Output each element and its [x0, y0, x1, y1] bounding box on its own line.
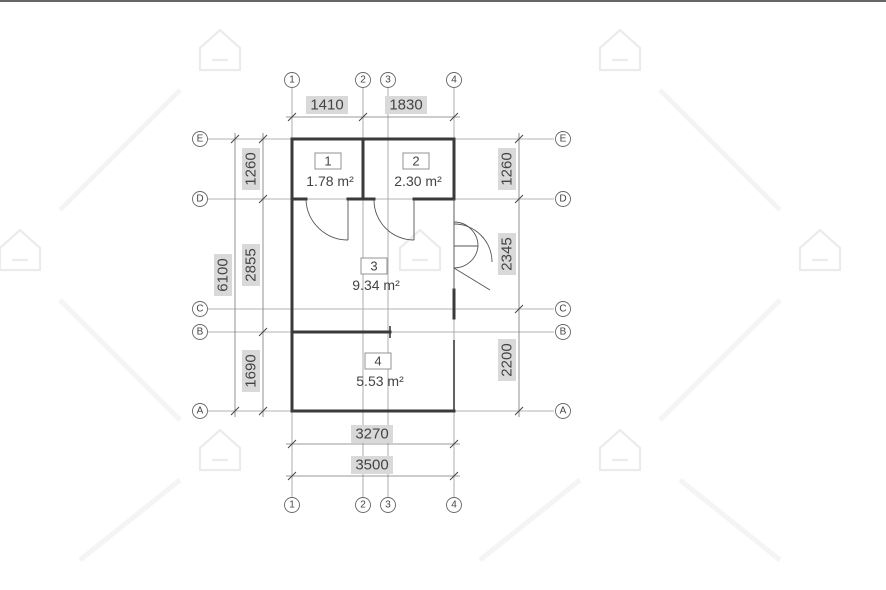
- axis-label-B-right: B: [560, 327, 567, 338]
- axis-label-E-left: E: [197, 134, 204, 145]
- room-4-area: 5.53 m²: [356, 373, 404, 389]
- axis-label-4-top: 4: [451, 75, 457, 86]
- room-1-number: 1: [324, 154, 331, 169]
- dimension-bottom-inner: 3270: [286, 425, 460, 449]
- dimension-right: 1260 2345 2200: [498, 133, 524, 417]
- axis-label-3-top: 3: [385, 75, 391, 86]
- room-2-area: 2.30 m²: [394, 173, 442, 189]
- axis-label-2-top: 2: [360, 75, 366, 86]
- watermark-house-icons: [0, 28, 842, 472]
- dim-1690: 1690: [243, 354, 260, 387]
- house-icon: [198, 28, 242, 72]
- row-bubbles-left: E D C B A: [192, 131, 208, 419]
- axis-label-C-right: C: [559, 304, 566, 315]
- dim-1260-right: 1260: [499, 152, 516, 185]
- dimension-left-inner: 1260 2855 1690: [242, 133, 268, 417]
- room-1-area: 1.78 m²: [306, 173, 354, 189]
- watermark-lines: [58, 88, 782, 562]
- dim-2200: 2200: [499, 343, 516, 376]
- column-bubbles-bottom: 1 2 3 4: [284, 497, 462, 513]
- room-2-number: 2: [412, 154, 419, 169]
- door-swing-room1: [305, 199, 349, 241]
- room-3-number: 3: [370, 259, 377, 274]
- entrance-swing-line: [453, 267, 491, 291]
- dim-1260-left: 1260: [243, 152, 260, 185]
- house-icon: [0, 228, 42, 272]
- entrance-swing-arc: [453, 223, 493, 263]
- axis-label-1-top: 1: [289, 75, 295, 86]
- room-3-area: 9.34 m²: [352, 277, 400, 293]
- axis-label-3-bottom: 3: [385, 500, 391, 511]
- room-1-label: 1 1.78 m²: [306, 152, 354, 189]
- dim-1830: 1830: [389, 97, 422, 114]
- entrance-door-lower: [453, 245, 479, 269]
- room-3-label: 3 9.34 m²: [352, 257, 400, 293]
- dim-3270: 3270: [355, 426, 388, 443]
- house-icon: [198, 428, 242, 472]
- house-icon: [398, 228, 442, 272]
- axis-label-A-left: A: [197, 406, 204, 417]
- room-4-number: 4: [374, 354, 381, 369]
- doors: [305, 199, 493, 291]
- entrance-door-upper: [453, 221, 479, 247]
- axis-label-D-left: D: [196, 194, 203, 205]
- column-bubbles-top: 1 2 3 4: [284, 72, 462, 88]
- axis-label-2-bottom: 2: [360, 500, 366, 511]
- dimension-top: 1410 1830: [286, 96, 460, 122]
- house-icon: [798, 228, 842, 272]
- walls: [290, 137, 456, 413]
- dimension-bottom-total: 3500: [286, 456, 460, 481]
- axis-label-C-left: C: [196, 304, 203, 315]
- dim-3500: 3500: [355, 457, 388, 474]
- axis-label-D-right: D: [559, 194, 566, 205]
- door-swing-room2: [373, 199, 415, 241]
- room-4-label: 4 5.53 m²: [356, 352, 404, 389]
- dim-1410: 1410: [310, 97, 343, 114]
- room-2-label: 2 2.30 m²: [394, 152, 442, 189]
- axis-label-E-right: E: [560, 134, 567, 145]
- dim-2855: 2855: [243, 248, 260, 281]
- dim-6100: 6100: [215, 258, 232, 291]
- house-icon: [598, 28, 642, 72]
- axis-label-4-bottom: 4: [451, 500, 457, 511]
- dim-2345: 2345: [499, 237, 516, 270]
- axis-label-1-bottom: 1: [289, 500, 295, 511]
- axis-label-A-right: A: [560, 406, 567, 417]
- axis-label-B-left: B: [197, 327, 204, 338]
- dimension-left-total: 6100: [214, 133, 240, 417]
- house-icon: [598, 428, 642, 472]
- row-bubbles-right: E D C B A: [555, 131, 571, 419]
